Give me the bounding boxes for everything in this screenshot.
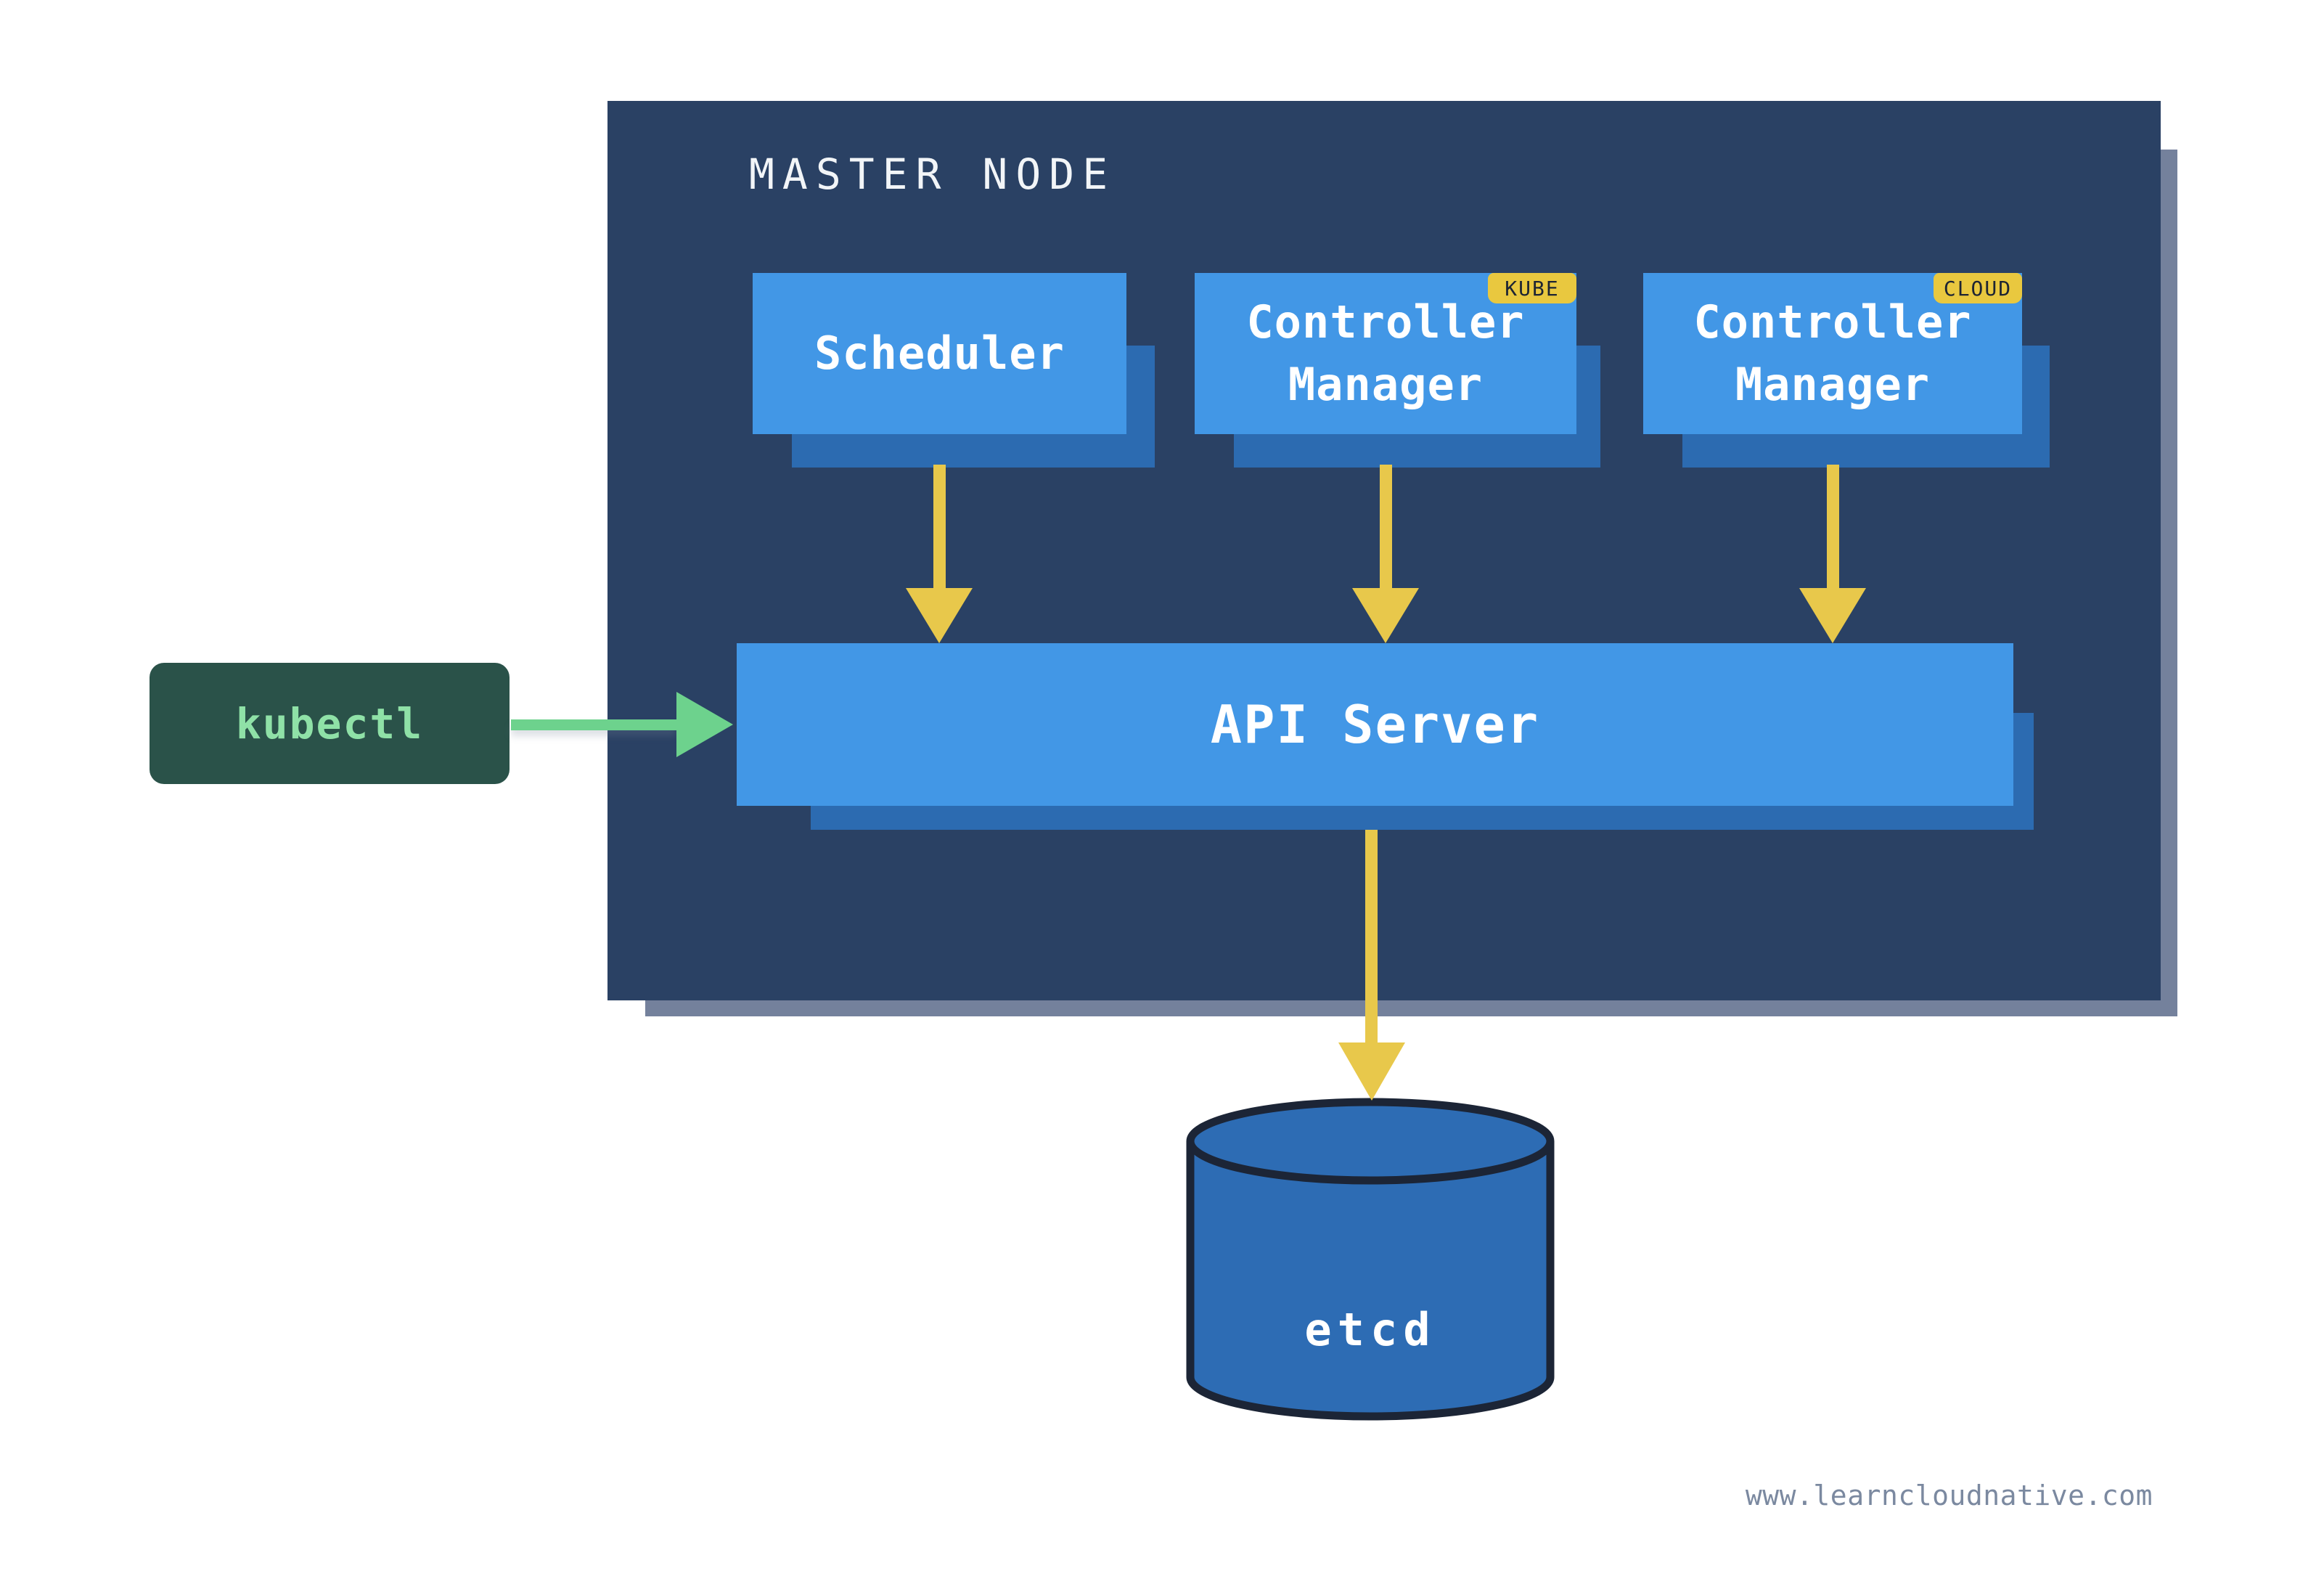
controller-manager-cloud-label-line2: Manager [1735, 358, 1931, 411]
cloud-cm-to-api-arrowhead-icon [1799, 588, 1866, 643]
scheduler-to-api-arrow-stem [933, 465, 946, 588]
controller-manager-kube-label-line1: Controller [1246, 295, 1525, 348]
kubectl-to-api-arrow-stem [511, 719, 676, 730]
etcd-label: etcd [1304, 1303, 1436, 1356]
kube-cm-to-api-arrow-stem [1380, 465, 1392, 588]
api-server-label: API Server [1210, 694, 1540, 755]
master-node-title: MASTER NODE [749, 150, 1116, 199]
kube-cm-to-api-arrowhead-icon [1352, 588, 1419, 643]
cloud-tag-badge: CLOUD [1934, 273, 2022, 303]
api-server-box: API Server [737, 643, 2013, 806]
footer-website-url: www.learncloudnative.com [1745, 1480, 2153, 1511]
controller-manager-kube-label-line2: Manager [1288, 358, 1484, 411]
scheduler-label: Scheduler [814, 327, 1065, 380]
cloud-tag-label: CLOUD [1943, 276, 2013, 301]
controller-manager-cloud-label-line1: Controller [1693, 295, 1972, 348]
api-to-etcd-arrow-stem [1365, 830, 1378, 1042]
api-to-etcd-arrowhead-icon [1338, 1042, 1405, 1101]
kubectl-box: kubectl [150, 663, 510, 784]
etcd-database-cylinder-icon [1186, 1098, 1555, 1421]
scheduler-to-api-arrowhead-icon [906, 588, 973, 643]
controller-manager-kube-box: Controller Manager [1195, 273, 1576, 434]
kubectl-label: kubectl [235, 698, 424, 748]
kube-tag-badge: KUBE [1488, 273, 1576, 303]
kube-tag-label: KUBE [1505, 276, 1560, 301]
kubectl-to-api-arrowhead-icon [676, 692, 733, 757]
scheduler-box: Scheduler [753, 273, 1126, 434]
cloud-cm-to-api-arrow-stem [1827, 465, 1839, 588]
